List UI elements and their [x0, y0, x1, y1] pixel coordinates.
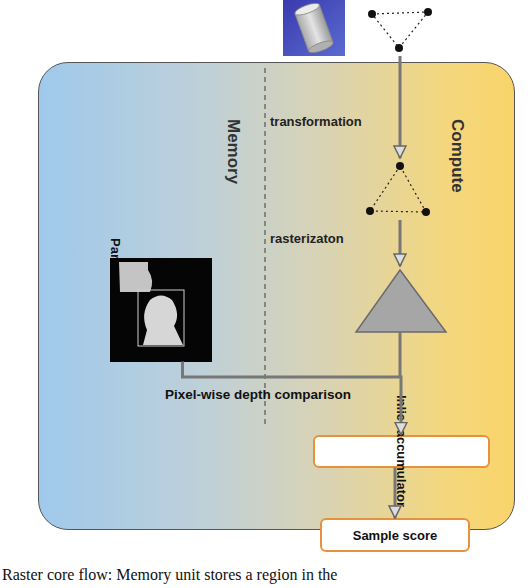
vertex-dot	[395, 44, 403, 52]
step-label: rasterizaton	[270, 231, 344, 246]
figure-caption: Raster core flow: Memory unit stores a r…	[2, 566, 337, 584]
process-box: Inlier accumulator	[313, 435, 490, 468]
vertex-dot	[424, 8, 432, 16]
image-node: Partial observation	[108, 238, 258, 362]
node-label: Sample score	[353, 528, 438, 543]
step-label: transformation	[270, 114, 362, 129]
edge-label: Pixel-wise depth comparison	[165, 387, 351, 402]
node-label: Partial observation	[108, 238, 123, 355]
section-heading: Compute	[447, 119, 467, 193]
model-triangle	[368, 8, 432, 52]
mesh-thumbnail	[283, 0, 345, 56]
compute-unit-panel: Memory ComputePartial observationInlier a…	[38, 62, 515, 530]
node-label: Inlier accumulator	[394, 395, 409, 507]
cylinder-mesh	[294, 1, 335, 55]
cylinder-body	[295, 5, 333, 51]
cylinder-top	[294, 1, 321, 17]
dotted-triangle	[372, 12, 428, 48]
cylinder-bottom	[307, 39, 334, 55]
vertex-dot	[368, 10, 376, 18]
section-heading: Memory	[223, 119, 243, 184]
process-box: Sample score	[320, 518, 470, 552]
